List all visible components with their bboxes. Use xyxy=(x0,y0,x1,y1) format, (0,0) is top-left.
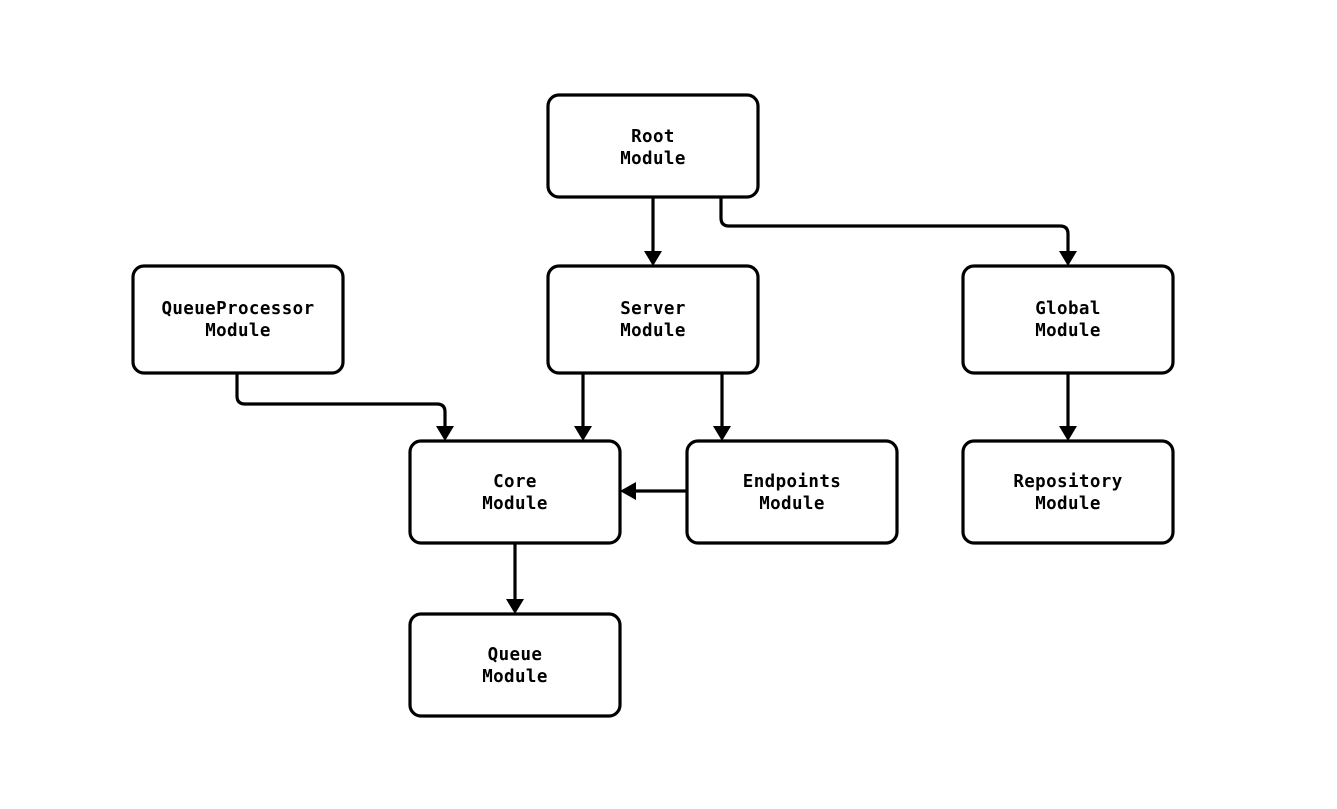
node-queue-module[interactable]: Queue Module xyxy=(408,612,622,718)
edge-core-to-queue xyxy=(506,543,524,614)
node-label-line1: QueueProcessor xyxy=(161,299,314,319)
node-label-line2: Module xyxy=(620,321,686,341)
edge-line xyxy=(719,197,1070,251)
node-box[interactable] xyxy=(685,439,899,545)
edge-global-to-repository xyxy=(1059,373,1077,441)
node-server-module[interactable]: Server Module xyxy=(546,264,760,375)
arrow-head-down xyxy=(1059,426,1077,441)
arrow-head-left xyxy=(620,482,636,500)
arrow-head-down xyxy=(713,426,731,441)
edge-endpoints-to-core xyxy=(620,482,687,500)
node-label-line2: Module xyxy=(1035,494,1101,514)
node-repository-module[interactable]: Repository Module xyxy=(961,439,1175,545)
node-box[interactable] xyxy=(408,439,622,545)
edge-root-to-global xyxy=(719,197,1077,266)
edge-queueprocessor-to-core xyxy=(235,373,454,441)
node-box[interactable] xyxy=(131,264,345,375)
node-label-line1: Root xyxy=(631,127,675,147)
arrow-head-down xyxy=(436,426,454,441)
node-box[interactable] xyxy=(961,264,1175,375)
arrow-head-down xyxy=(574,426,592,441)
node-label-line2: Module xyxy=(620,149,686,169)
node-root-module[interactable]: Root Module xyxy=(546,93,760,199)
node-endpoints-module[interactable]: Endpoints Module xyxy=(685,439,899,545)
node-label-line1: Queue xyxy=(488,645,543,665)
node-label-line2: Module xyxy=(1035,321,1101,341)
node-box[interactable] xyxy=(546,93,760,199)
edge-server-to-core xyxy=(574,373,592,441)
node-box[interactable] xyxy=(546,264,760,375)
node-label-line2: Module xyxy=(205,321,271,341)
arrow-head-down xyxy=(644,251,662,266)
node-label-line1: Core xyxy=(493,472,537,492)
node-box[interactable] xyxy=(961,439,1175,545)
node-core-module[interactable]: Core Module xyxy=(408,439,622,545)
node-label-line1: Repository xyxy=(1013,472,1122,492)
edges-layer xyxy=(235,197,1077,614)
node-label-line1: Server xyxy=(620,299,686,319)
nodes-layer: Root Module QueueProcessor Module Server… xyxy=(131,93,1175,718)
arrow-head-down xyxy=(1059,251,1077,266)
edge-root-to-server xyxy=(644,197,662,266)
node-label-line2: Module xyxy=(482,667,548,687)
node-label-line1: Endpoints xyxy=(743,472,841,492)
node-label-line2: Module xyxy=(482,494,548,514)
node-box[interactable] xyxy=(408,612,622,718)
arrow-head-down xyxy=(506,599,524,614)
node-label-line2: Module xyxy=(759,494,825,514)
node-global-module[interactable]: Global Module xyxy=(961,264,1175,375)
edge-line xyxy=(235,373,447,426)
node-label-line1: Global xyxy=(1035,299,1101,319)
node-queueprocessor-module[interactable]: QueueProcessor Module xyxy=(131,264,345,375)
edge-server-to-endpoints xyxy=(713,373,731,441)
